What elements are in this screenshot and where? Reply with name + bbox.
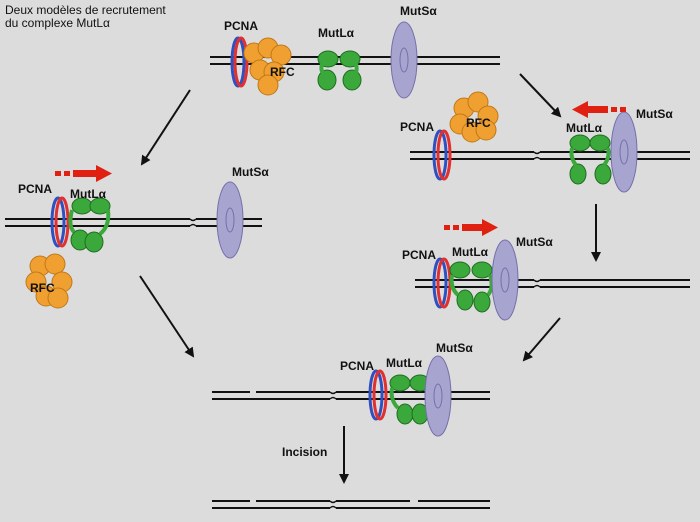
pcna-ring xyxy=(50,196,70,248)
muts-label: MutSα xyxy=(636,107,673,121)
mutl-complex xyxy=(569,134,612,185)
mutl-label: MutLα xyxy=(318,26,355,40)
arrow-right2-to-bottom xyxy=(522,317,561,362)
rfc-complex xyxy=(25,253,73,309)
stage-bottom-center: PCNA MutLα MutSα xyxy=(212,341,490,437)
pcna-ring xyxy=(230,36,249,88)
muts-label: MutSα xyxy=(232,165,269,179)
incision-label: Incision xyxy=(282,445,327,459)
title-line-1: Deux modèles de recrutement xyxy=(5,3,166,17)
rfc-complex xyxy=(449,91,499,143)
pcna-ring xyxy=(368,369,388,421)
muts-clamp xyxy=(424,355,452,437)
muts-clamp xyxy=(491,239,519,321)
pcna-label: PCNA xyxy=(18,182,52,196)
mutl-complex xyxy=(449,261,494,313)
mutl-label: MutLα xyxy=(386,356,423,370)
mutl-label: MutLα xyxy=(452,245,489,259)
pcna-label: PCNA xyxy=(340,359,374,373)
stage-top-center: RFC PCNA MutLα MutSα xyxy=(210,4,500,99)
muts-clamp xyxy=(390,21,418,99)
dna-duplex-nicked xyxy=(212,391,490,400)
arrow-top-to-left xyxy=(140,89,191,166)
arrow-top-to-right xyxy=(519,73,562,118)
muts-label: MutSα xyxy=(516,235,553,249)
red-arrow-right xyxy=(55,165,112,182)
arrow-left-to-bottom xyxy=(139,275,195,358)
pcna-label: PCNA xyxy=(400,120,434,134)
muts-clamp xyxy=(610,111,638,193)
rfc-label: RFC xyxy=(270,65,295,79)
pcna-ring xyxy=(432,257,452,309)
pcna-ring xyxy=(432,129,452,181)
figure-title: Deux modèles de recrutement du complexe … xyxy=(5,4,166,30)
mutl-label: MutLα xyxy=(70,187,107,201)
mutl-complex xyxy=(317,50,362,91)
dna-duplex xyxy=(410,151,690,160)
dna-duplex xyxy=(415,279,690,288)
muts-label: MutSα xyxy=(400,4,437,18)
rfc-label: RFC xyxy=(30,281,55,295)
muts-clamp xyxy=(216,181,244,259)
stage-right-1: PCNA RFC MutLα MutSα xyxy=(400,91,690,193)
rfc-label: RFC xyxy=(466,116,491,130)
stage-right-2: PCNA MutLα MutSα xyxy=(402,219,690,321)
mutl-complex xyxy=(68,197,111,253)
red-arrow-right xyxy=(444,219,498,236)
title-line-2: du complexe MutLα xyxy=(5,16,110,30)
muts-label: MutSα xyxy=(436,341,473,355)
rfc-complex xyxy=(243,37,292,96)
stage-incised-dna xyxy=(212,500,490,509)
mutl-label: MutLα xyxy=(566,121,603,135)
red-arrow-left xyxy=(572,101,626,118)
process-arrows xyxy=(139,73,601,484)
pcna-label: PCNA xyxy=(402,248,436,262)
stage-left: PCNA MutLα MutSα RFC xyxy=(5,165,269,309)
pcna-label: PCNA xyxy=(224,19,258,33)
